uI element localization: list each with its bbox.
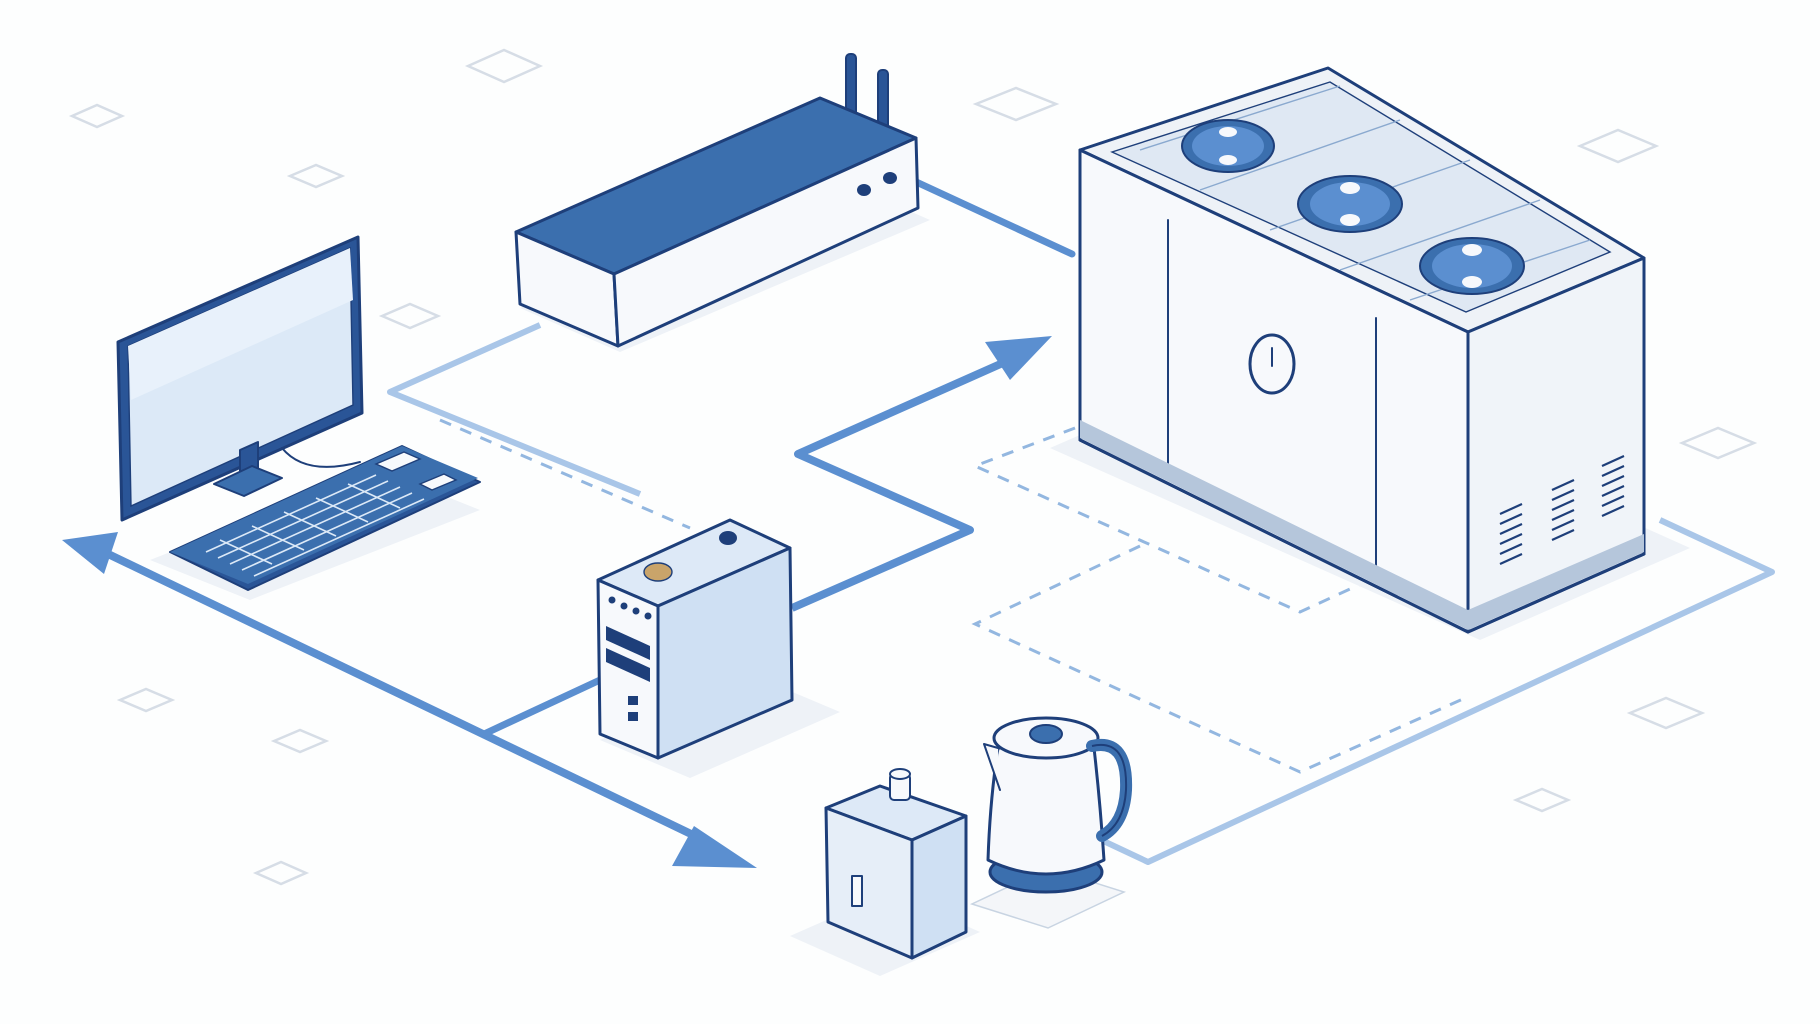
floor-marker — [1512, 787, 1572, 813]
connector-tower-cooling — [790, 358, 1007, 612]
water-heater-icon — [790, 768, 980, 976]
electric-kettle-icon — [969, 716, 1133, 929]
floor-marker — [1576, 128, 1660, 164]
connector-cooling-kettle — [1078, 517, 1775, 865]
floor-marker — [68, 103, 126, 129]
floor-marker — [972, 86, 1060, 122]
floor-marker — [286, 163, 346, 189]
connector-router-cooling — [908, 176, 1076, 258]
connector-cooling-dashed-a — [971, 426, 1401, 614]
cooling-unit-icon — [1050, 66, 1690, 640]
arrow-head-left — [62, 532, 118, 574]
floor-marker — [464, 48, 544, 84]
arrow-head-bottom — [672, 826, 757, 868]
connectors — [62, 176, 1775, 868]
pc-tower-icon — [596, 518, 840, 778]
fan — [1297, 175, 1403, 233]
connector-cooling-dashed-b — [971, 544, 1466, 774]
floor-marker — [1626, 696, 1706, 730]
floor-marker — [252, 860, 310, 886]
connector-router-tower-dashed — [439, 418, 691, 530]
router-icon — [514, 53, 930, 352]
floor-markers — [68, 48, 1758, 886]
fan — [1419, 237, 1525, 295]
keyboard-icon — [169, 445, 481, 591]
arrow-head-cooling — [985, 336, 1052, 380]
floor-marker — [116, 687, 176, 713]
connector-desktop-heater — [104, 549, 718, 850]
connector-router-left — [387, 322, 642, 497]
floor-marker — [1678, 426, 1758, 460]
fan — [1181, 119, 1275, 173]
connector-tower-branch — [480, 676, 602, 739]
floor-marker — [378, 302, 442, 330]
floor-marker — [270, 728, 330, 754]
